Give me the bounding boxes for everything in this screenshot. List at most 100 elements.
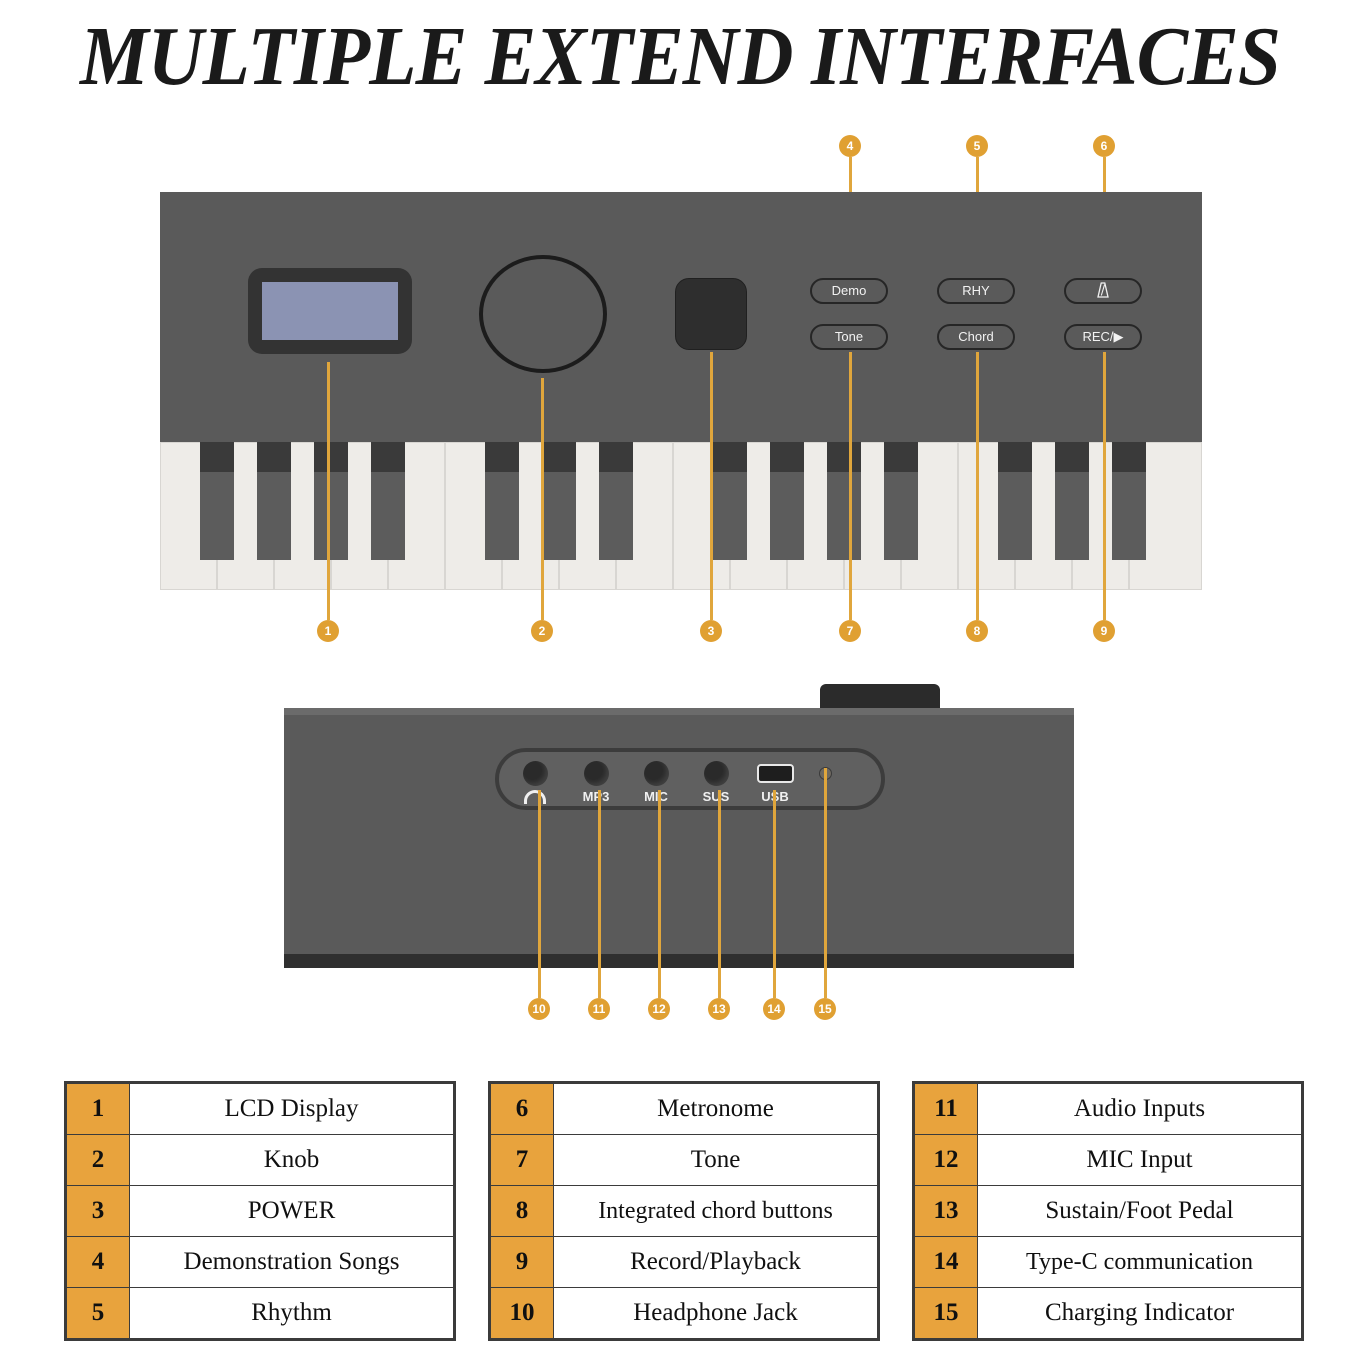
legend-number: 5 <box>66 1287 130 1339</box>
rear-mount-tab <box>820 684 940 710</box>
legend-number: 13 <box>914 1185 978 1237</box>
table-row: 4 Demonstration Songs <box>66 1236 454 1288</box>
legend-label: Demonstration Songs <box>129 1236 454 1288</box>
table-row: 7 Tone <box>490 1134 878 1186</box>
sus-jack[interactable] <box>704 761 729 786</box>
metronome-icon <box>1097 282 1109 298</box>
table-row: 12 MIC Input <box>914 1134 1302 1186</box>
knob-dial[interactable] <box>479 255 607 373</box>
legend-label: Integrated chord buttons <box>553 1185 878 1237</box>
mic-label: MIC <box>644 789 668 804</box>
tone-button[interactable]: Tone <box>810 324 888 350</box>
legend-label: Metronome <box>553 1083 878 1135</box>
demo-button[interactable]: Demo <box>810 278 888 304</box>
black-key[interactable] <box>1112 442 1146 560</box>
callout-badge-6: 6 <box>1093 135 1115 157</box>
black-key[interactable] <box>371 442 405 560</box>
legend-label: Type-C communication <box>977 1236 1302 1288</box>
legend-label: Knob <box>129 1134 454 1186</box>
legend-column-1: 1 LCD Display 2 Knob 3 POWER 4 Demonstra… <box>64 1081 456 1341</box>
legend-label: Record/Playback <box>553 1236 878 1288</box>
table-row: 6 Metronome <box>490 1083 878 1135</box>
page-title: MULTIPLE EXTEND INTERFACES <box>80 10 1281 103</box>
black-key[interactable] <box>713 442 747 560</box>
callout-badge-9: 9 <box>1093 620 1115 642</box>
black-key[interactable] <box>485 442 519 560</box>
mp3-jack[interactable] <box>584 761 609 786</box>
black-key[interactable] <box>827 442 861 560</box>
callout-badge-7: 7 <box>839 620 861 642</box>
table-row: 9 Record/Playback <box>490 1236 878 1288</box>
black-key[interactable] <box>884 442 918 560</box>
usb-port[interactable] <box>757 764 794 783</box>
black-key[interactable] <box>770 442 804 560</box>
black-key[interactable] <box>542 442 576 560</box>
callout-badge-8: 8 <box>966 620 988 642</box>
legend-number: 4 <box>66 1236 130 1288</box>
headphone-icon <box>524 790 546 804</box>
callout-line-11 <box>598 790 601 998</box>
lcd-screen <box>262 282 398 340</box>
black-key[interactable] <box>1055 442 1089 560</box>
legend-label: Rhythm <box>129 1287 454 1339</box>
table-row: 1 LCD Display <box>66 1083 454 1135</box>
table-row: 8 Integrated chord buttons <box>490 1185 878 1237</box>
callout-badge-5: 5 <box>966 135 988 157</box>
mic-jack[interactable] <box>644 761 669 786</box>
legend-number: 2 <box>66 1134 130 1186</box>
legend-number: 10 <box>490 1287 554 1339</box>
callout-badge-10: 10 <box>528 998 550 1020</box>
callout-line-9 <box>1103 352 1106 620</box>
legend-number: 8 <box>490 1185 554 1237</box>
port-bay: MP3 MIC SUS USB <box>495 748 885 810</box>
rear-top-edge <box>284 708 1074 715</box>
legend-number: 11 <box>914 1083 978 1135</box>
metronome-button[interactable] <box>1064 278 1142 304</box>
callout-badge-13: 13 <box>708 998 730 1020</box>
table-row: 5 Rhythm <box>66 1287 454 1339</box>
rec-playback-button[interactable]: REC/▶ <box>1064 324 1142 350</box>
legend-column-3: 11 Audio Inputs 12 MIC Input 13 Sustain/… <box>912 1081 1304 1341</box>
keyboard-rear-unit: MP3 MIC SUS USB <box>284 684 1074 968</box>
callout-line-1 <box>327 362 330 620</box>
power-button[interactable] <box>675 278 747 350</box>
callout-badge-1: 1 <box>317 620 339 642</box>
table-row: 15 Charging Indicator <box>914 1287 1302 1339</box>
keyboard-front-unit: Demo RHY Tone Chord REC/▶ <box>160 192 1202 592</box>
black-key[interactable] <box>314 442 348 560</box>
legend-label: LCD Display <box>129 1083 454 1135</box>
table-row: 11 Audio Inputs <box>914 1083 1302 1135</box>
legend-column-2: 6 Metronome 7 Tone 8 Integrated chord bu… <box>488 1081 880 1341</box>
headphone-jack[interactable] <box>523 761 548 786</box>
table-row: 14 Type-C communication <box>914 1236 1302 1288</box>
legend-number: 1 <box>66 1083 130 1135</box>
legend: 1 LCD Display 2 Knob 3 POWER 4 Demonstra… <box>64 1081 1304 1341</box>
table-row: 10 Headphone Jack <box>490 1287 878 1339</box>
callout-line-12 <box>658 790 661 998</box>
black-key[interactable] <box>200 442 234 560</box>
callout-line-2 <box>541 378 544 620</box>
callout-line-14 <box>773 790 776 998</box>
legend-number: 15 <box>914 1287 978 1339</box>
callout-line-13 <box>718 790 721 998</box>
legend-label: Audio Inputs <box>977 1083 1302 1135</box>
callout-badge-11: 11 <box>588 998 610 1020</box>
callout-line-10 <box>538 790 541 998</box>
callout-line-7 <box>849 352 852 620</box>
black-key[interactable] <box>599 442 633 560</box>
sus-label: SUS <box>702 789 730 804</box>
legend-number: 9 <box>490 1236 554 1288</box>
chord-button[interactable]: Chord <box>937 324 1015 350</box>
rear-bottom-edge <box>284 954 1074 968</box>
legend-number: 7 <box>490 1134 554 1186</box>
black-key[interactable] <box>998 442 1032 560</box>
rhy-button[interactable]: RHY <box>937 278 1015 304</box>
callout-badge-4: 4 <box>839 135 861 157</box>
table-row: 13 Sustain/Foot Pedal <box>914 1185 1302 1237</box>
black-key[interactable] <box>257 442 291 560</box>
legend-number: 3 <box>66 1185 130 1237</box>
callout-badge-2: 2 <box>531 620 553 642</box>
legend-label: Charging Indicator <box>977 1287 1302 1339</box>
legend-label: Tone <box>553 1134 878 1186</box>
callout-badge-3: 3 <box>700 620 722 642</box>
